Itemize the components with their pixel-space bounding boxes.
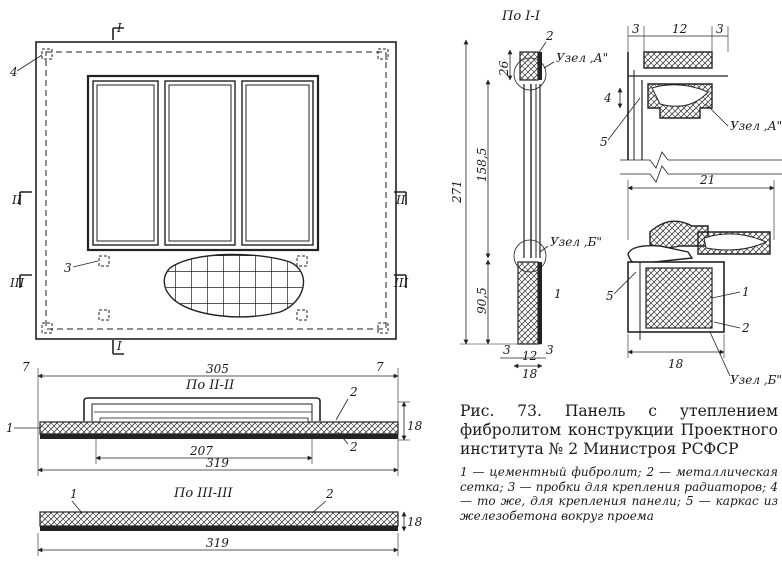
plug-marker bbox=[98, 309, 110, 321]
dim-7-right: 7 bbox=[376, 360, 384, 374]
plug-marker bbox=[296, 255, 308, 267]
dim-18-s1: 18 bbox=[522, 367, 538, 381]
caption-title: Рис. 73. Панель с утеплением фибролитом … bbox=[460, 402, 778, 458]
plug-marker bbox=[296, 309, 308, 321]
plug-marker bbox=[41, 48, 53, 60]
callout-2a: 2 bbox=[349, 385, 358, 399]
section-3-title: По III-III bbox=[173, 486, 233, 501]
dim-18-b: 18 bbox=[407, 515, 423, 529]
dim-305: 305 bbox=[206, 362, 229, 376]
dim-12-detail: 12 bbox=[672, 22, 687, 36]
callout-3: 3 bbox=[64, 261, 72, 275]
dim-158-5: 158,5 bbox=[475, 148, 489, 182]
dim-21-detail: 21 bbox=[699, 173, 715, 187]
callout-2b: 2 bbox=[349, 440, 358, 454]
window-frame bbox=[86, 74, 320, 252]
node-b-label-detail: Узел ,Б" bbox=[730, 373, 782, 387]
section-3-3: По III-III 319 18 1 2 bbox=[37, 486, 423, 556]
callout-5-upper: 5 bbox=[600, 135, 608, 149]
callout-2-detail: 2 bbox=[741, 321, 750, 335]
dim-3-right-s1: 3 bbox=[546, 343, 554, 357]
figure-caption: Рис. 73. Панель с утеплением фибролитом … bbox=[460, 402, 778, 523]
caption-legend: 1 — цементный фибролит; 2 — металлическа… bbox=[460, 465, 778, 523]
dim-319: 319 bbox=[206, 456, 229, 470]
plug-marker bbox=[41, 322, 53, 334]
section-mark-left-lower: III bbox=[9, 276, 24, 290]
front-view-panel: I I II II III III 4 3 bbox=[9, 21, 408, 355]
node-b-label-s1: Узел ,Б" bbox=[550, 235, 602, 249]
callout-1-b: 1 bbox=[70, 487, 78, 501]
dim-271: 271 bbox=[450, 180, 464, 204]
section-mark-left-upper: II bbox=[11, 193, 22, 207]
dim-26: 26 bbox=[497, 60, 511, 77]
section-2-title: По II-II bbox=[185, 378, 235, 393]
dim-3-right-detail: 3 bbox=[716, 22, 724, 36]
callout-1-s1: 1 bbox=[554, 287, 562, 301]
section-1-title: По I-I bbox=[501, 9, 541, 24]
node-a-label-s1: Узел ,А" bbox=[556, 51, 608, 65]
dim-18-detail: 18 bbox=[668, 357, 684, 371]
dim-18: 18 bbox=[407, 419, 423, 433]
dim-90-5: 90,5 bbox=[475, 287, 489, 314]
plug-marker bbox=[377, 322, 389, 334]
section-1-1: По I-I 271 158,5 90,5 26 3 12 3 18 2 1 У… bbox=[450, 9, 608, 381]
cutaway-mesh-area bbox=[163, 253, 305, 318]
callout-2-s1: 2 bbox=[545, 29, 554, 43]
detail-node-a: 3 12 3 4 Узел ,А" 5 bbox=[600, 22, 782, 183]
callout-2-b: 2 bbox=[325, 487, 334, 501]
node-a-label-detail: Узел ,А" bbox=[730, 119, 782, 133]
plug-marker bbox=[377, 48, 389, 60]
dim-319-b: 319 bbox=[206, 536, 229, 550]
dim-7-left: 7 bbox=[22, 360, 30, 374]
dim-207: 207 bbox=[189, 444, 213, 458]
detail-node-b: 21 18 5 1 2 Узел ,Б" bbox=[606, 173, 782, 387]
section-2-2: По II-II 305 7 7 207 319 18 1 2 2 bbox=[6, 360, 423, 476]
dim-3-left-detail: 3 bbox=[632, 22, 640, 36]
dim-12-s1: 12 bbox=[522, 349, 537, 363]
callout-1: 1 bbox=[6, 421, 14, 435]
dim-3-left-s1: 3 bbox=[503, 343, 511, 357]
dim-4-detail: 4 bbox=[603, 91, 612, 105]
plug-marker bbox=[98, 255, 110, 267]
section-mark-right-lower: III bbox=[393, 276, 408, 290]
callout-1-detail: 1 bbox=[742, 285, 750, 299]
callout-4: 4 bbox=[9, 65, 18, 79]
callout-5-lower: 5 bbox=[606, 289, 614, 303]
section-mark-top: I bbox=[116, 21, 122, 35]
section-mark-bottom: I bbox=[116, 339, 122, 353]
section-mark-right-upper: II bbox=[395, 193, 406, 207]
